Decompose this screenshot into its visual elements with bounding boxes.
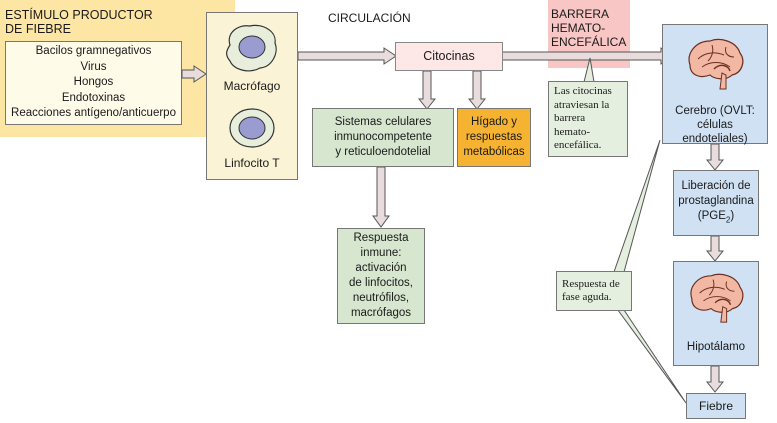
stimulus-item: Endotoxinas bbox=[61, 91, 126, 104]
arrow-stimulus-to-cells bbox=[181, 65, 207, 83]
fever-box: Fiebre bbox=[686, 393, 746, 419]
stimulus-item: Bacilos gramnegativos bbox=[35, 45, 152, 58]
immune-systems-line: y reticuloendotelial bbox=[335, 146, 431, 158]
barrier-note-pointer bbox=[583, 57, 595, 83]
brain-ovlt-line2: células endoteliales) bbox=[682, 119, 748, 145]
pge-subscript: 2 bbox=[725, 215, 731, 225]
hypothalamus-box: Hipotálamo bbox=[673, 261, 759, 366]
acute-phase-line: Respuesta de bbox=[562, 277, 620, 290]
barrier-line3: ENCEFÁLICA bbox=[551, 35, 627, 49]
immune-cells-box: Macrófago Linfocito T bbox=[206, 12, 298, 180]
barrier-line1: BARRERA bbox=[551, 7, 610, 21]
barrier-line2: HEMATO- bbox=[551, 21, 606, 35]
pge-prefix: (PGE bbox=[697, 209, 726, 222]
macrophage-label: Macrófago bbox=[223, 79, 281, 93]
liver-line: Hígado y bbox=[470, 116, 518, 128]
fever-label: Fiebre bbox=[698, 398, 733, 413]
liver-box: Hígado y respuestas metabólicas bbox=[457, 108, 531, 167]
stimulus-item: Virus bbox=[80, 60, 107, 73]
pge-suffix: ) bbox=[730, 209, 735, 222]
prostaglandin-box: Liberación de prostaglandina (PGE2) bbox=[673, 170, 759, 236]
immune-response-line: macrófagos bbox=[350, 307, 412, 319]
arrow-cytokines-to-brain bbox=[501, 47, 674, 65]
barrier-label: BARRERA HEMATO- ENCEFÁLICA bbox=[551, 7, 626, 49]
lymphocyte-label: Linfocito T bbox=[224, 156, 280, 170]
arrow-cells-to-cytokines bbox=[297, 47, 397, 65]
stimulus-title-line1: ESTÍMULO PRODUCTOR bbox=[5, 8, 153, 22]
brain-icon bbox=[690, 273, 744, 323]
stimulus-title-line2: DE FIEBRE bbox=[5, 22, 71, 36]
arrow-brain-to-prostaglandin bbox=[705, 143, 725, 171]
prostaglandin-pge: (PGE2) bbox=[698, 209, 734, 227]
immune-response-line: Respuesta bbox=[353, 232, 409, 244]
brain-icon bbox=[688, 38, 744, 90]
brain-ovlt-label: Cerebro (OVLT: células endoteliales) bbox=[663, 104, 767, 146]
immune-response-line: neutrófilos, bbox=[352, 292, 410, 304]
barrier-note-line: hemato- bbox=[554, 125, 591, 138]
arrow-hypothalamus-to-fever bbox=[705, 365, 725, 393]
barrier-note-line: atraviesan la bbox=[554, 98, 610, 111]
barrier-note-line: Las citocinas bbox=[554, 85, 612, 98]
arrow-cytokines-to-immune-systems bbox=[417, 70, 437, 110]
immune-systems-line: Sistemas celulares bbox=[334, 116, 432, 128]
immune-systems-line: inmunocompetente bbox=[334, 131, 432, 143]
barrier-note-line: barrera bbox=[554, 112, 586, 125]
prostaglandin-line2: prostaglandina bbox=[678, 194, 754, 207]
acute-phase-line: fase aguda. bbox=[562, 291, 612, 303]
arrow-prostaglandin-to-hypothalamus bbox=[705, 235, 725, 262]
prostaglandin-line1: Liberación de bbox=[681, 179, 751, 192]
immune-systems-box: Sistemas celulares inmunocompetente y re… bbox=[312, 108, 454, 167]
liver-line: respuestas bbox=[465, 131, 523, 143]
immune-response-line: activación bbox=[355, 262, 407, 274]
arrow-cytokines-to-liver bbox=[467, 70, 487, 110]
lymphocyte-cell-icon bbox=[229, 108, 275, 148]
barrier-note-line: encefálica. bbox=[554, 139, 602, 152]
cytokines-label: Citocinas bbox=[423, 49, 475, 63]
macrophage-cell-icon bbox=[226, 24, 277, 72]
circulation-label: CIRCULACIÓN bbox=[328, 11, 411, 25]
immune-response-line: de linfocitos, bbox=[349, 277, 413, 289]
hypothalamus-label: Hipotálamo bbox=[686, 341, 746, 353]
brain-ovlt-box: Cerebro (OVLT: células endoteliales) bbox=[662, 24, 768, 146]
immune-response-line: inmune: bbox=[360, 247, 402, 259]
barrier-note-box: Las citocinas atraviesan la barrera hema… bbox=[548, 81, 628, 157]
acute-phase-pointer bbox=[613, 139, 661, 273]
stimulus-title: ESTÍMULO PRODUCTOR DE FIEBRE bbox=[5, 8, 153, 36]
stimulus-item: Reacciones antígeno/anticuerpo bbox=[11, 107, 176, 120]
stimulus-list-box: Bacilos gramnegativos Virus Hongos Endot… bbox=[5, 41, 182, 125]
cytokines-box: Citocinas bbox=[395, 42, 503, 71]
acute-phase-box: Respuesta de fase aguda. bbox=[556, 271, 632, 311]
stimulus-item: Hongos bbox=[73, 76, 114, 89]
liver-line: metabólicas bbox=[463, 146, 525, 158]
brain-ovlt-line1: Cerebro (OVLT: bbox=[675, 105, 755, 117]
arrow-immune-to-response bbox=[372, 166, 390, 228]
immune-response-box: Respuesta inmune: activación de linfocit… bbox=[337, 228, 425, 324]
